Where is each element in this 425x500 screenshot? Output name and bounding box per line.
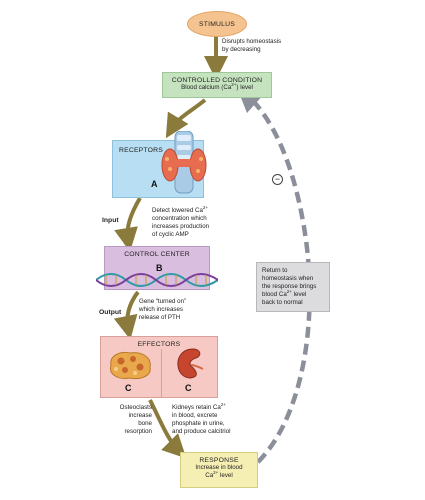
receptors-description: Detect lowered Ca2+ concentration which … <box>152 204 210 239</box>
stimulus-title: STIMULUS <box>199 20 235 28</box>
osteoclasts-description: Osteoclasts increase bone resorption <box>96 404 152 436</box>
receptors-desc-line4: of cyclic AMP <box>152 231 189 239</box>
kidney-icon <box>177 348 204 379</box>
feedback-line5: back to normal <box>262 299 303 307</box>
osteoclasts-desc-line3: bone <box>138 420 152 428</box>
receptors-letter: A <box>151 179 158 189</box>
arrow-effectors-to-response <box>148 399 187 459</box>
control-center-desc-line1: Gene “turned on” <box>139 298 187 305</box>
dna-helix-icon <box>96 273 218 287</box>
controlled-condition-detail: Blood calcium (Ca2+) level <box>181 81 253 91</box>
control-center-desc-line3: release of PTH <box>139 314 181 322</box>
response-line2: Increase in blood <box>195 464 243 471</box>
kidneys-description: Kidneys retain Ca2+ in blood, excrete ph… <box>172 401 231 436</box>
feedback-line3: the response brings <box>262 283 317 291</box>
stimulus-desc-line2: by decreasing <box>222 46 261 54</box>
feedback-line4: blood Ca2+ level <box>262 289 307 299</box>
receptors-desc-line2: concentration which <box>152 215 207 223</box>
control-center-title: CONTROL CENTER <box>124 251 190 258</box>
effectors-letter-osteoclasts: C <box>125 383 132 393</box>
controlled-condition-box: CONTROLLED CONDITION Blood calcium (Ca2+… <box>162 72 272 98</box>
receptors-desc-line1: Detect lowered Ca2+ <box>152 204 209 214</box>
response-box: RESPONSE Increase in blood Ca2+ level <box>180 452 258 488</box>
control-center-desc-line2: which increases <box>139 306 184 314</box>
effectors-box: EFFECTORS C C <box>100 336 218 398</box>
receptors-title: RECEPTORS <box>119 147 163 154</box>
kidneys-desc-line3: phosphate in urine, <box>172 420 225 428</box>
control-center-description: Gene “turned on” which increases release… <box>139 298 186 322</box>
receptors-box: RECEPTORS A <box>112 131 207 198</box>
kidneys-desc-line4: and produce calcitriol <box>172 428 231 436</box>
osteoclasts-desc-line2: increase <box>128 412 152 420</box>
response-line3: Ca2+ level <box>205 470 233 480</box>
arrow-receptors-to-control-center <box>114 196 142 252</box>
kidneys-desc-line2: in blood, excrete <box>172 412 218 420</box>
stimulus-desc-line1: Disrupts homeostasis <box>222 38 282 45</box>
feedback-dashed-loop <box>235 84 312 464</box>
osteoclasts-desc-line1: Osteoclasts <box>119 404 152 411</box>
receptors-desc-line3: increases production <box>152 223 210 231</box>
output-label: Output <box>99 309 122 316</box>
control-center-letter: B <box>156 263 163 273</box>
negative-feedback-sign: − <box>272 174 283 185</box>
negative-sign-text: − <box>274 174 281 184</box>
feedback-line2: homeostasis when <box>262 275 314 283</box>
input-label: Input <box>102 217 119 224</box>
kidneys-desc-line1: Kidneys retain Ca2+ <box>172 401 226 411</box>
feedback-line1: Return to <box>262 267 288 274</box>
arrow-control-center-to-effectors <box>113 290 140 340</box>
stimulus-description: Disrupts homeostasis by decreasing <box>222 38 281 54</box>
controlled-condition-title: CONTROLLED CONDITION <box>171 77 263 84</box>
effectors-title: EFFECTORS <box>137 341 181 348</box>
effectors-letter-kidneys: C <box>185 383 192 393</box>
osteoclasts-desc-line4: resorption <box>124 428 152 436</box>
thyroid-gland-icon <box>161 131 207 194</box>
effectors-divider <box>161 349 162 397</box>
feedback-box: Return to homeostasis when the response … <box>256 262 330 312</box>
bone-tissue-icon <box>110 352 151 380</box>
stimulus-node: STIMULUS <box>187 11 247 37</box>
response-title: RESPONSE <box>199 457 239 464</box>
arrow-condition-to-receptors <box>165 98 207 139</box>
